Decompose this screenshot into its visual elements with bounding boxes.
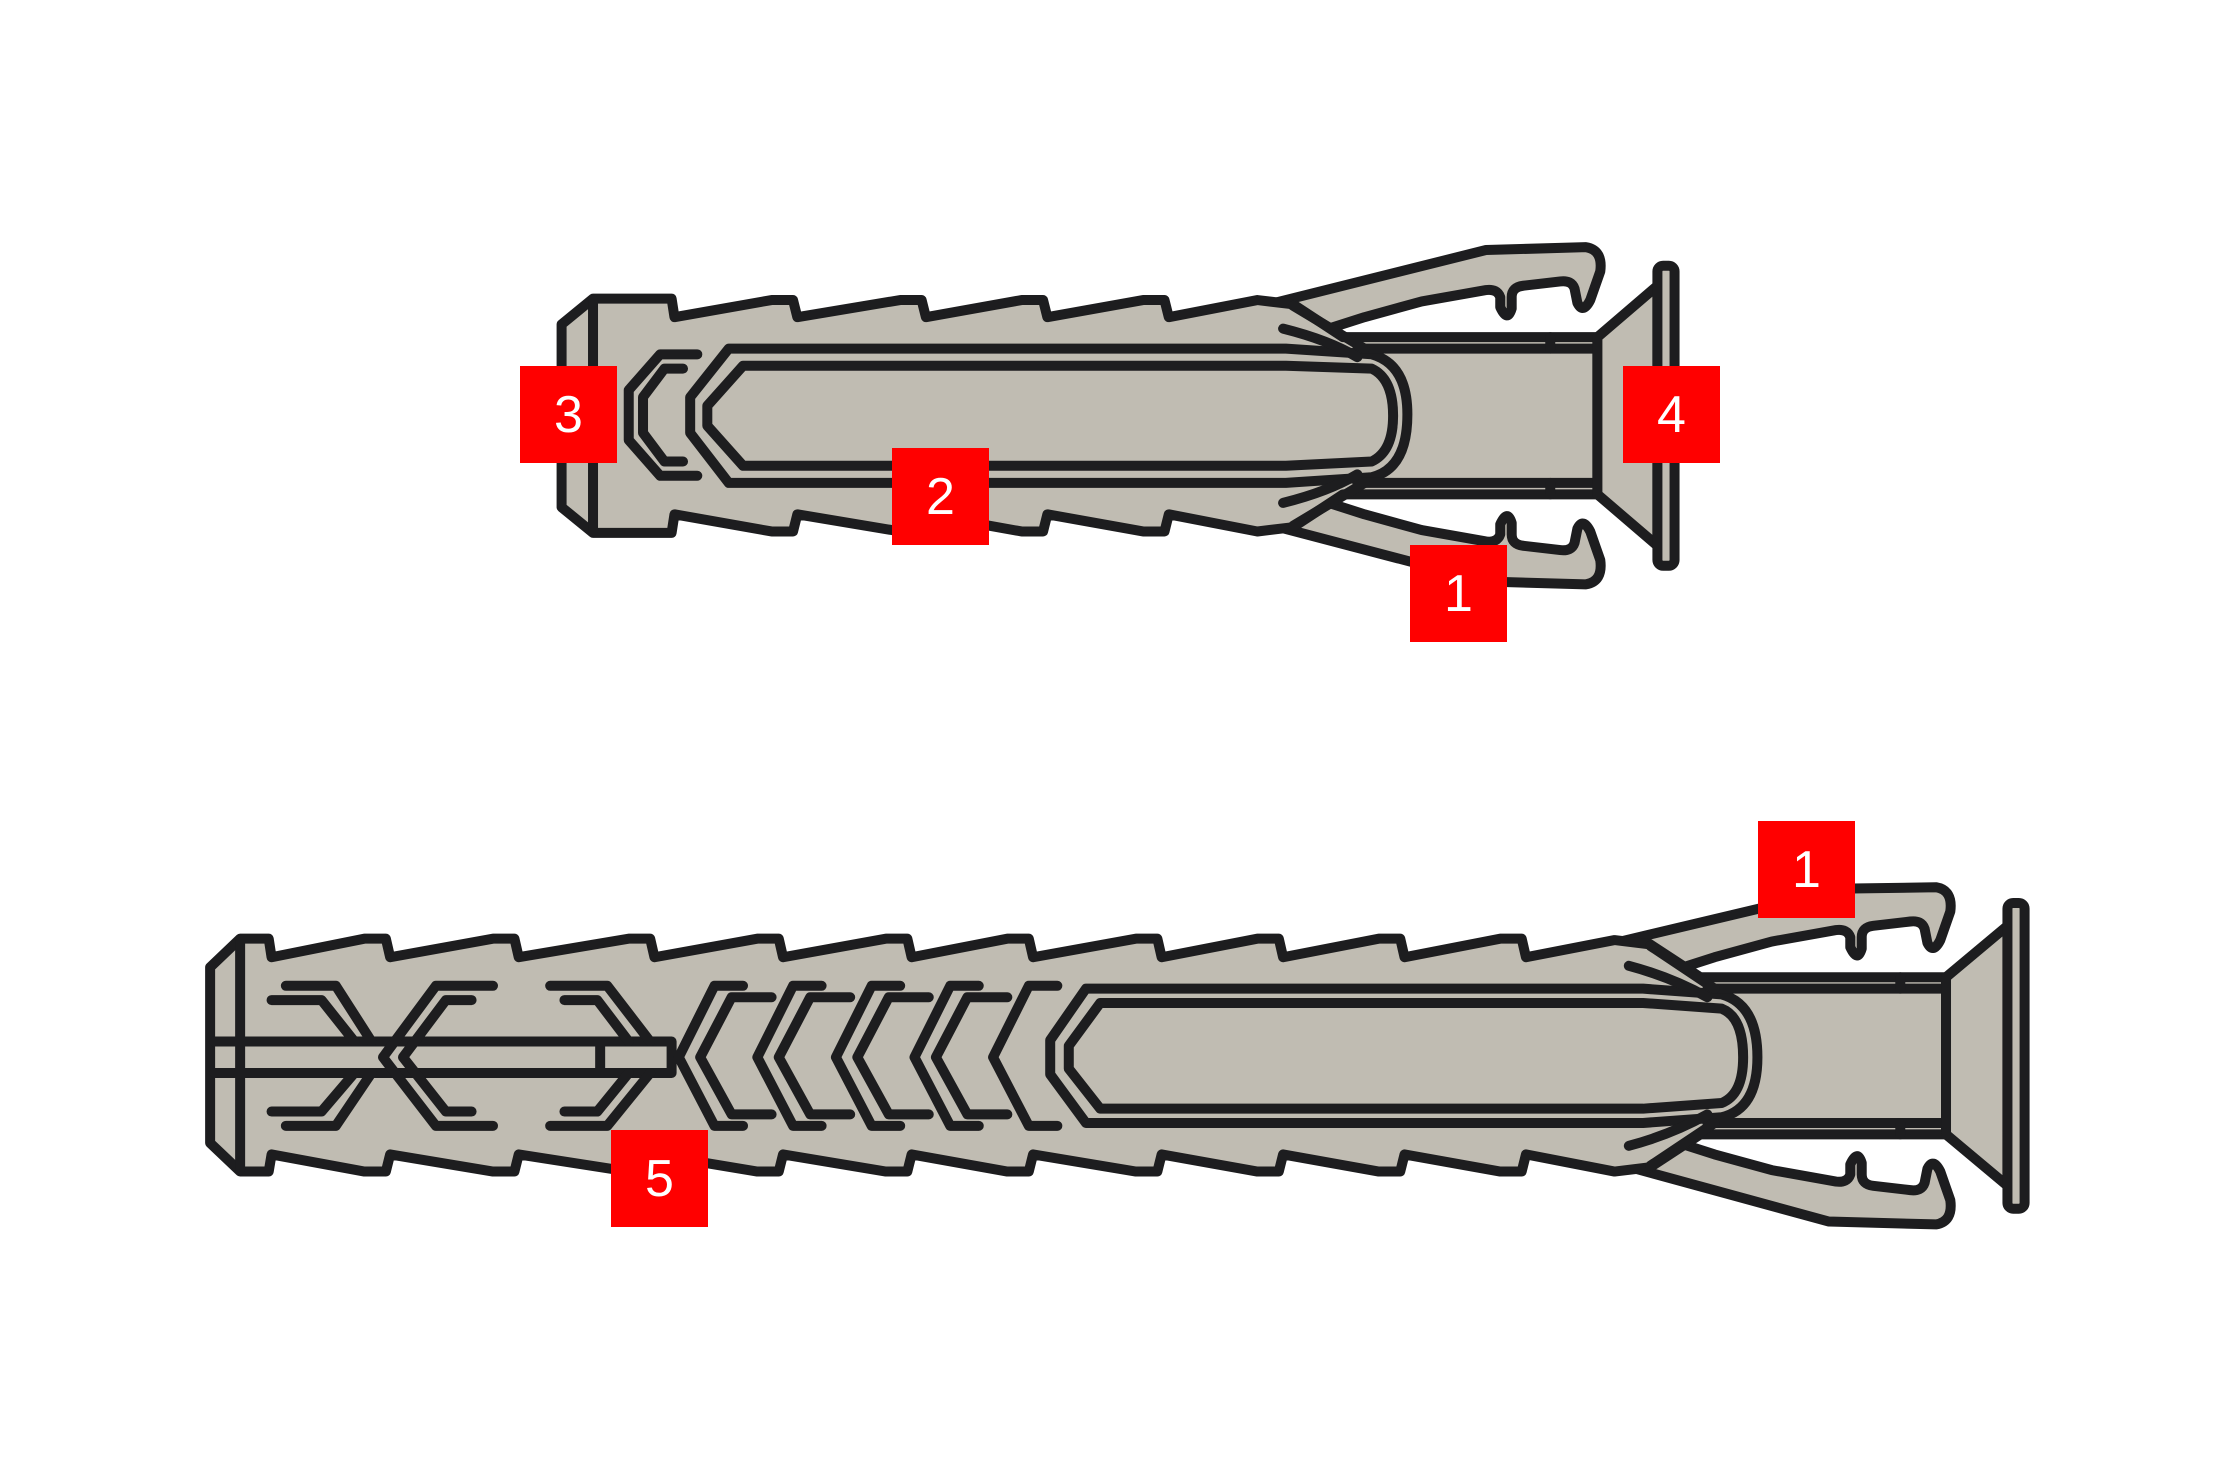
callout-5: 5 bbox=[611, 1130, 708, 1227]
long-dowel bbox=[205, 882, 2030, 1230]
barb-top-long bbox=[1609, 882, 1956, 986]
collar-flange-long bbox=[1941, 920, 2013, 1191]
shaft-body bbox=[556, 293, 1603, 538]
callout-4: 4 bbox=[1623, 366, 1720, 463]
inner-channel-outer bbox=[685, 343, 1413, 488]
tip-chevron bbox=[623, 349, 703, 481]
spine bbox=[209, 1036, 677, 1078]
callout-1-top: 1 bbox=[1410, 545, 1507, 642]
collar-rim-long bbox=[2002, 897, 2030, 1214]
callout-1-bottom: 1 bbox=[1758, 821, 1855, 918]
short-dowel bbox=[556, 242, 1680, 590]
barb-bottom-long bbox=[1609, 1126, 1956, 1230]
expansion-zone bbox=[266, 980, 1063, 1131]
inner-channel-inner bbox=[702, 360, 1399, 471]
callout-2: 2 bbox=[892, 448, 989, 545]
callout-3: 3 bbox=[520, 366, 617, 463]
barb-bottom bbox=[1252, 486, 1606, 590]
barb-top bbox=[1252, 242, 1606, 346]
